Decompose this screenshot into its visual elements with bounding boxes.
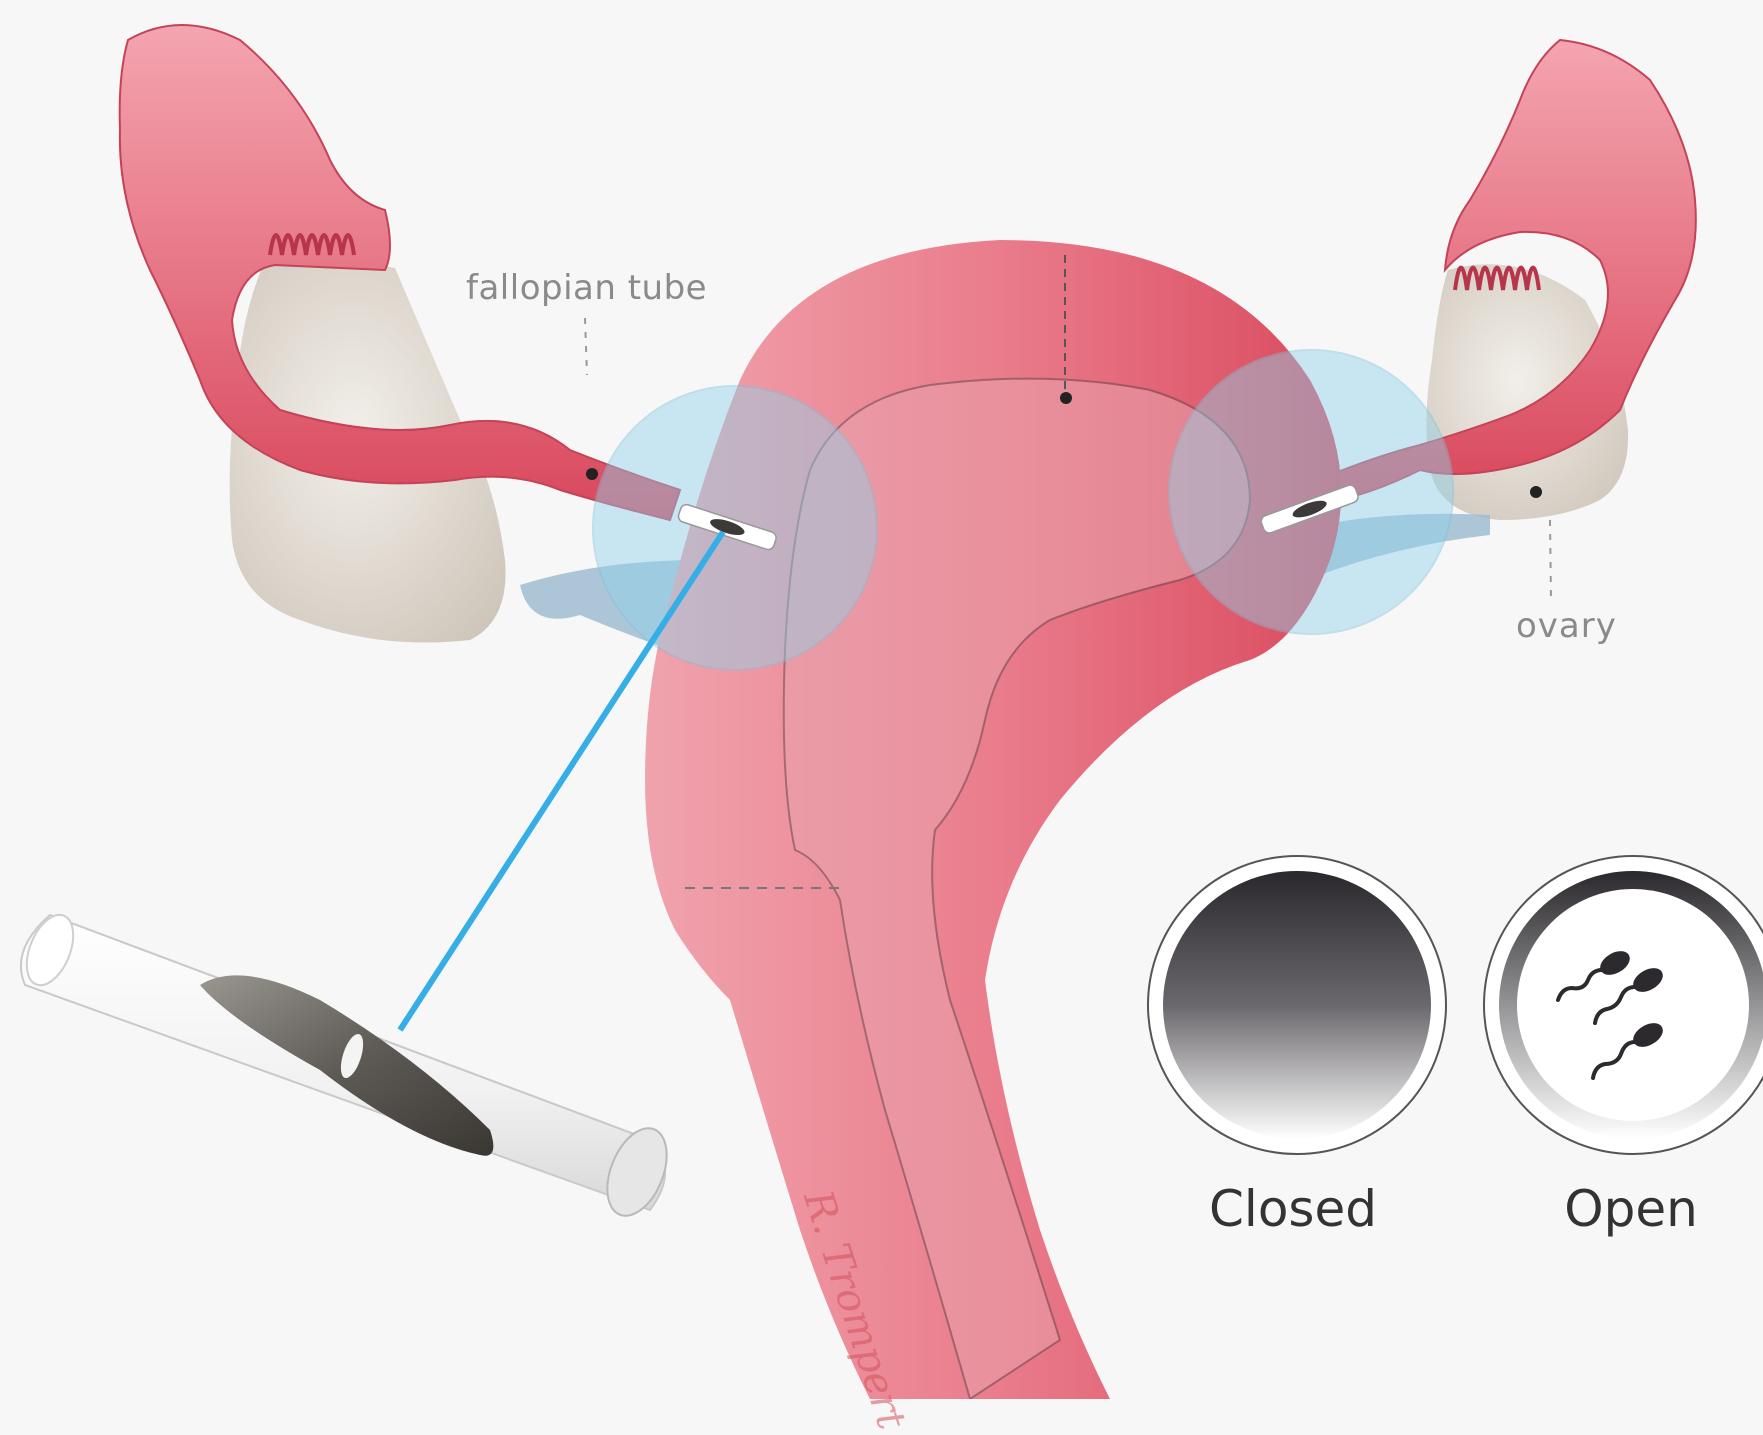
right-valve-highlight (1169, 350, 1453, 634)
uterus-valve-diagram: fallopian tube ovary Closed Open R. Trom… (0, 0, 1763, 1399)
open-state-icon (1484, 856, 1763, 1154)
anatomy-illustration (0, 0, 1763, 1399)
fundus-dot (1060, 392, 1072, 404)
closed-label: Closed (1209, 1180, 1377, 1238)
closed-state-icon (1148, 856, 1446, 1154)
open-label: Open (1564, 1180, 1698, 1238)
fallopian-label-leader (585, 318, 587, 375)
fallopian-tube-label: fallopian tube (466, 268, 707, 308)
ovary-label-leader (1550, 520, 1551, 600)
ovary-dot (1530, 486, 1542, 498)
enlarged-valve (18, 908, 679, 1224)
ovary-label: ovary (1516, 606, 1617, 646)
left-tube-dot (586, 468, 598, 480)
